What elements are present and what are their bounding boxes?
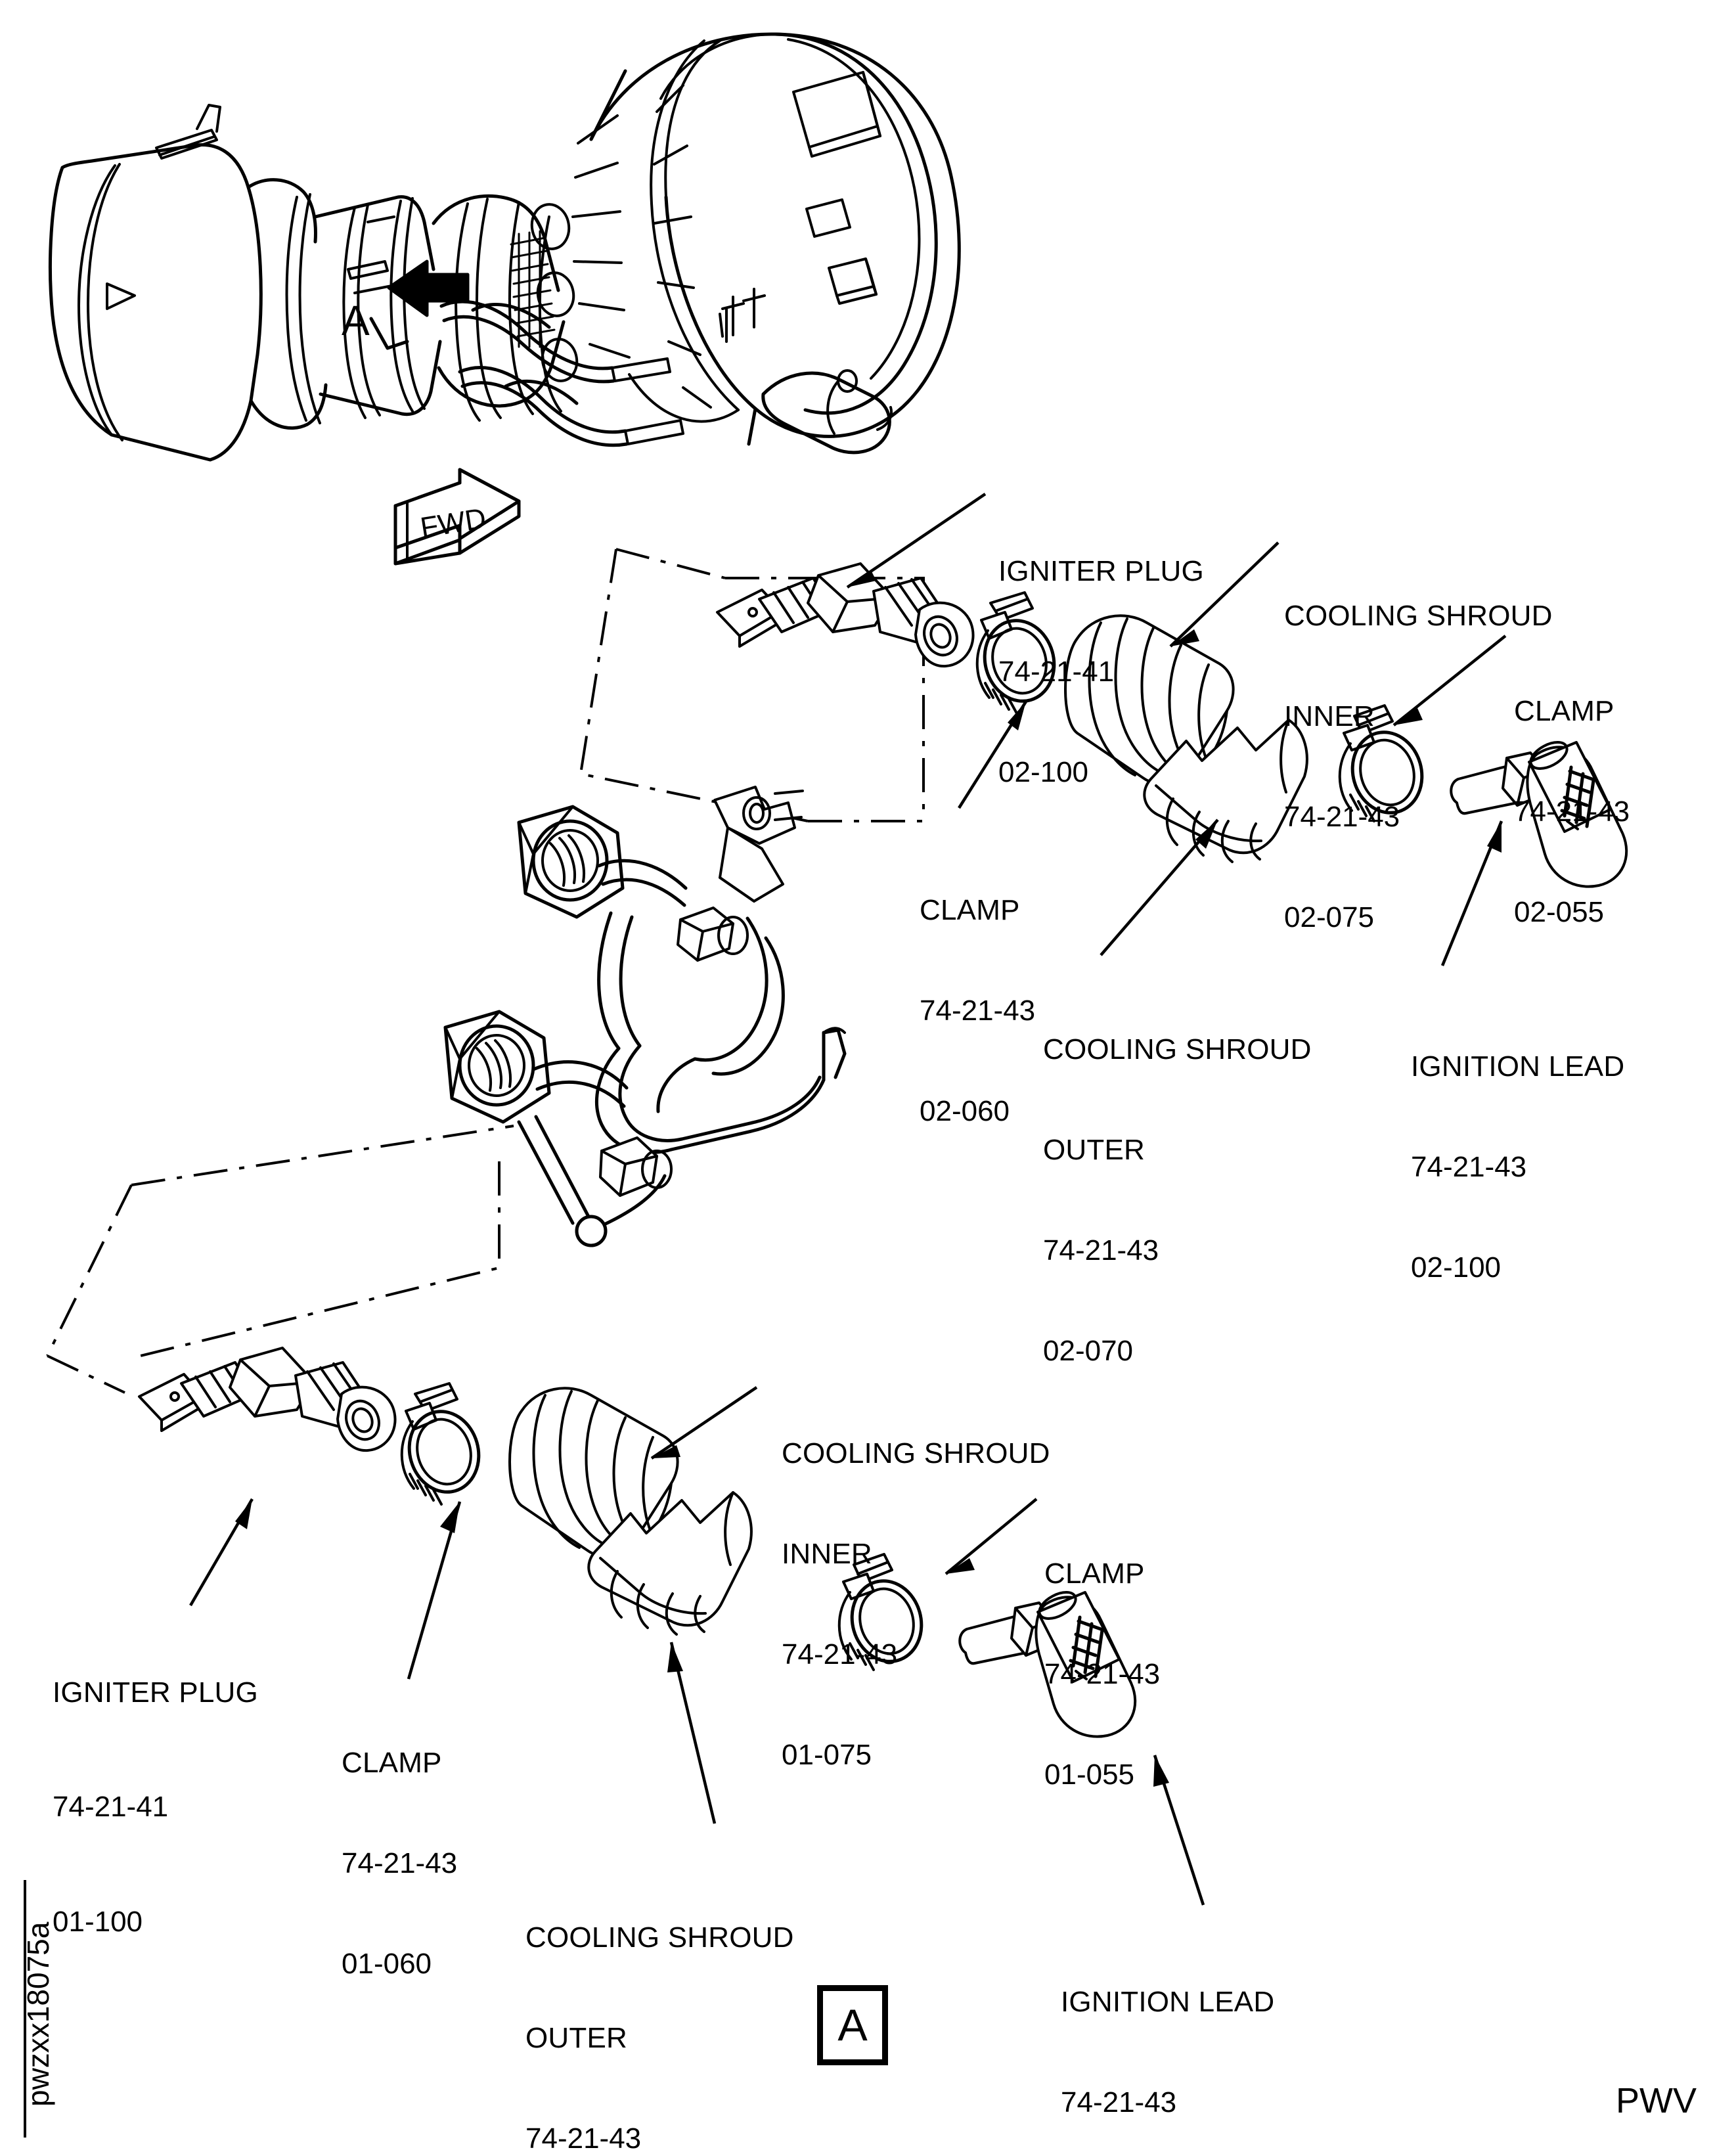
callout-name: IGNITER PLUG [53, 1676, 258, 1709]
callout-part-number-1: 74-21-43 [1514, 795, 1630, 828]
callout-part-number-1: 74-21-43 [1411, 1151, 1527, 1184]
callout-igniter-plug-01: IGNITER PLUG 74-21-41 01-100 [53, 1598, 258, 2017]
drawing-code: pwzxx18075a [21, 1921, 55, 2107]
callout-part-number-1: 74-21-43 [920, 995, 1036, 1027]
callout-name-line2: INNER [782, 1538, 872, 1571]
detail-a-letter: A [837, 2000, 868, 2050]
upper-exploded-assembly [579, 548, 1628, 888]
callout-name: COOLING SHROUD [1284, 600, 1553, 633]
lower-exploded-assembly [46, 1125, 1137, 1738]
callout-part-number-2: 02-100 [1411, 1251, 1502, 1284]
callout-name-line2: OUTER [525, 2022, 627, 2055]
callout-cooling-shroud-outer-01: COOLING SHROUD OUTER 74-21-43 01-070 [525, 1854, 794, 2150]
callout-name: COOLING SHROUD [525, 1921, 794, 1954]
callout-clamp-02-060: CLAMP 74-21-43 02-060 [920, 826, 1035, 1195]
callout-part-number-1: 74-21-43 [782, 1638, 898, 1671]
callout-part-number-2: 01-055 [1044, 1758, 1135, 1791]
igniter-plug-01-part [138, 1347, 397, 1452]
callout-part-number-1: 74-21-43 [1284, 801, 1400, 834]
clamp-01-055-part [837, 1553, 924, 1671]
callout-name: CLAMP [1044, 1557, 1145, 1590]
callout-name: COOLING SHROUD [1043, 1033, 1312, 1066]
callout-igniter-plug-02: IGNITER PLUG 74-21-41 02-100 [998, 487, 1204, 856]
middle-tube-hardware [443, 786, 847, 1247]
leader-lines [189, 493, 1507, 1906]
clamp-02-055-part [1338, 704, 1424, 822]
callout-part-number-1: 74-21-41 [53, 1791, 169, 1824]
igniter-plug-02-part [716, 562, 975, 668]
callout-ignition-lead-02: IGNITION LEAD 74-21-43 02-100 [1411, 983, 1624, 1351]
publisher-mark: PWV [1615, 2081, 1697, 2120]
callout-name: CLAMP [1514, 695, 1614, 728]
callout-name: CLAMP [920, 894, 1020, 927]
callout-part-number-2: 01-075 [782, 1739, 872, 1772]
callout-part-number-2: 02-055 [1514, 896, 1605, 929]
callout-name: CLAMP [342, 1747, 442, 1780]
callout-cooling-shroud-inner-02: COOLING SHROUD INNER 74-21-43 02-075 [1284, 532, 1553, 1001]
callout-name: IGNITER PLUG [998, 555, 1204, 588]
callout-part-number-2: 02-060 [920, 1095, 1010, 1128]
drawing-code-rule [24, 1880, 26, 2138]
cooling-shroud-outer-02-part [1143, 719, 1308, 863]
detail-a-box: A [817, 1985, 888, 2065]
callout-name: IGNITION LEAD [1411, 1050, 1625, 1083]
callout-clamp-02-055: CLAMP 74-21-43 02-055 [1514, 627, 1630, 996]
ignition-lead-02-part [1450, 741, 1628, 888]
callout-ignition-lead-01: IGNITION LEAD 74-21-43 01-100 [1061, 1918, 1274, 2150]
callout-clamp-01-060: CLAMP 74-21-43 01-060 [342, 1679, 457, 2048]
clamp-01-060-part [400, 1382, 481, 1506]
callout-part-number-2: 02-075 [1284, 901, 1375, 934]
callout-part-number-1: 74-21-43 [525, 2122, 642, 2150]
callout-cooling-shroud-outer-02: COOLING SHROUD OUTER 74-21-43 02-070 [1043, 966, 1312, 1435]
callout-name: IGNITION LEAD [1061, 1986, 1275, 2019]
callout-part-number-1: 74-21-41 [998, 656, 1115, 688]
callout-part-number-2: 01-100 [53, 1905, 143, 1938]
callout-part-number-2: 02-100 [998, 756, 1089, 789]
callout-part-number-1: 74-21-43 [342, 1847, 458, 1880]
engine-assembly-drawing [49, 32, 961, 462]
callout-name: COOLING SHROUD [782, 1437, 1050, 1470]
fwd-direction-arrow [393, 468, 521, 566]
callout-name-line2: INNER [1284, 700, 1375, 733]
engine-detail-a-letter: A [342, 297, 370, 344]
callout-part-number-1: 74-21-43 [1043, 1234, 1159, 1267]
callout-name-line2: OUTER [1043, 1134, 1145, 1167]
callout-part-number-2: 01-060 [342, 1948, 432, 1981]
cooling-shroud-outer-01-part [587, 1491, 753, 1636]
clamp-02-060-part [975, 591, 1056, 715]
callout-clamp-01-055: CLAMP 74-21-43 01-055 [1044, 1490, 1160, 1858]
ignition-lead-01-part [958, 1591, 1137, 1738]
callout-part-number-2: 02-070 [1043, 1335, 1134, 1368]
callout-part-number-1: 74-21-43 [1044, 1658, 1161, 1691]
callout-cooling-shroud-inner-01: COOLING SHROUD INNER 74-21-43 01-075 [782, 1370, 1050, 1839]
callout-part-number-1: 74-21-43 [1061, 2086, 1177, 2119]
